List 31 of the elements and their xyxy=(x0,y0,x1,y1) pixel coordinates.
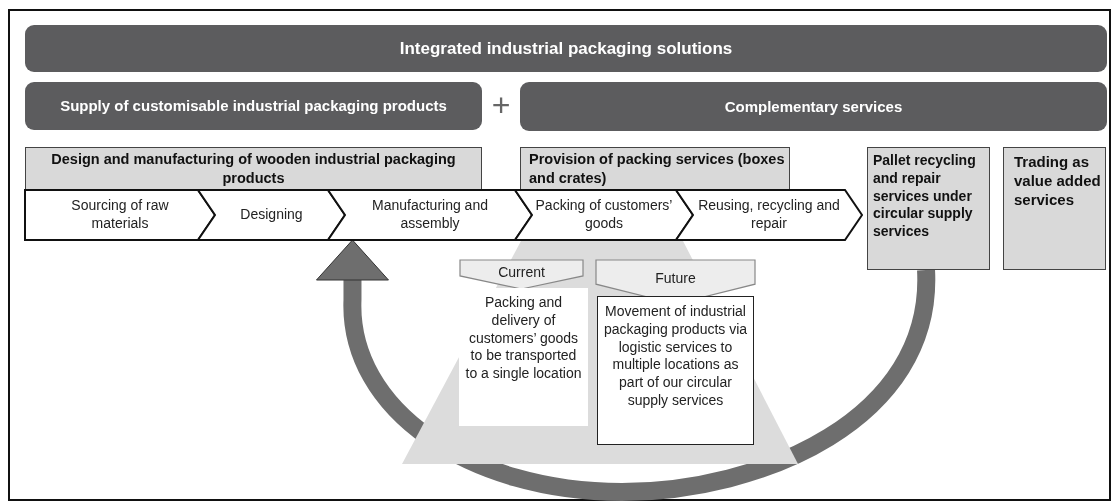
node-text: Packing and delivery of customers’ goods to be transported to a single location xyxy=(464,294,583,383)
section-header xyxy=(520,147,790,190)
node-text: Reusing, recycling and repair xyxy=(697,197,841,233)
process-step xyxy=(515,190,693,240)
bar-title: Complementary services xyxy=(724,96,903,116)
title-bar xyxy=(25,25,1107,72)
header-text: Provision of packing services (boxes and crates) xyxy=(529,150,786,187)
cycle-arrow xyxy=(316,239,936,501)
node-text: Manufacturing and assembly xyxy=(371,197,489,233)
node-text: Packing of customers’ goods xyxy=(535,197,673,233)
node-text: Designing xyxy=(240,206,303,224)
header-text: Trading as value added services xyxy=(1014,152,1102,210)
service-box xyxy=(867,147,990,270)
node-text: Movement of industrial packaging products via logistic services to multiple locations as part of our circular supply services xyxy=(602,303,749,410)
header-text: Design and manufacturing of wooden industrial packaging products xyxy=(50,150,457,187)
bar-title: Integrated industrial packaging solutions xyxy=(399,37,733,60)
plus-sign: + xyxy=(490,88,512,122)
category-bar xyxy=(520,82,1107,131)
node-text: Sourcing of raw materials xyxy=(70,197,170,233)
section-header xyxy=(25,147,482,190)
process-step xyxy=(328,190,532,240)
node-text: Current xyxy=(498,264,545,282)
process-step xyxy=(25,190,215,240)
process-step xyxy=(676,190,862,240)
bar-title: Supply of customisable industrial packaging products xyxy=(60,96,447,116)
text-panel xyxy=(597,296,754,445)
service-box xyxy=(1003,147,1106,270)
text-panel xyxy=(459,288,588,426)
header-text: Pallet recycling and repair services under circular supply services xyxy=(873,152,977,241)
category-bar xyxy=(25,82,482,130)
node-text: Future xyxy=(655,270,696,288)
